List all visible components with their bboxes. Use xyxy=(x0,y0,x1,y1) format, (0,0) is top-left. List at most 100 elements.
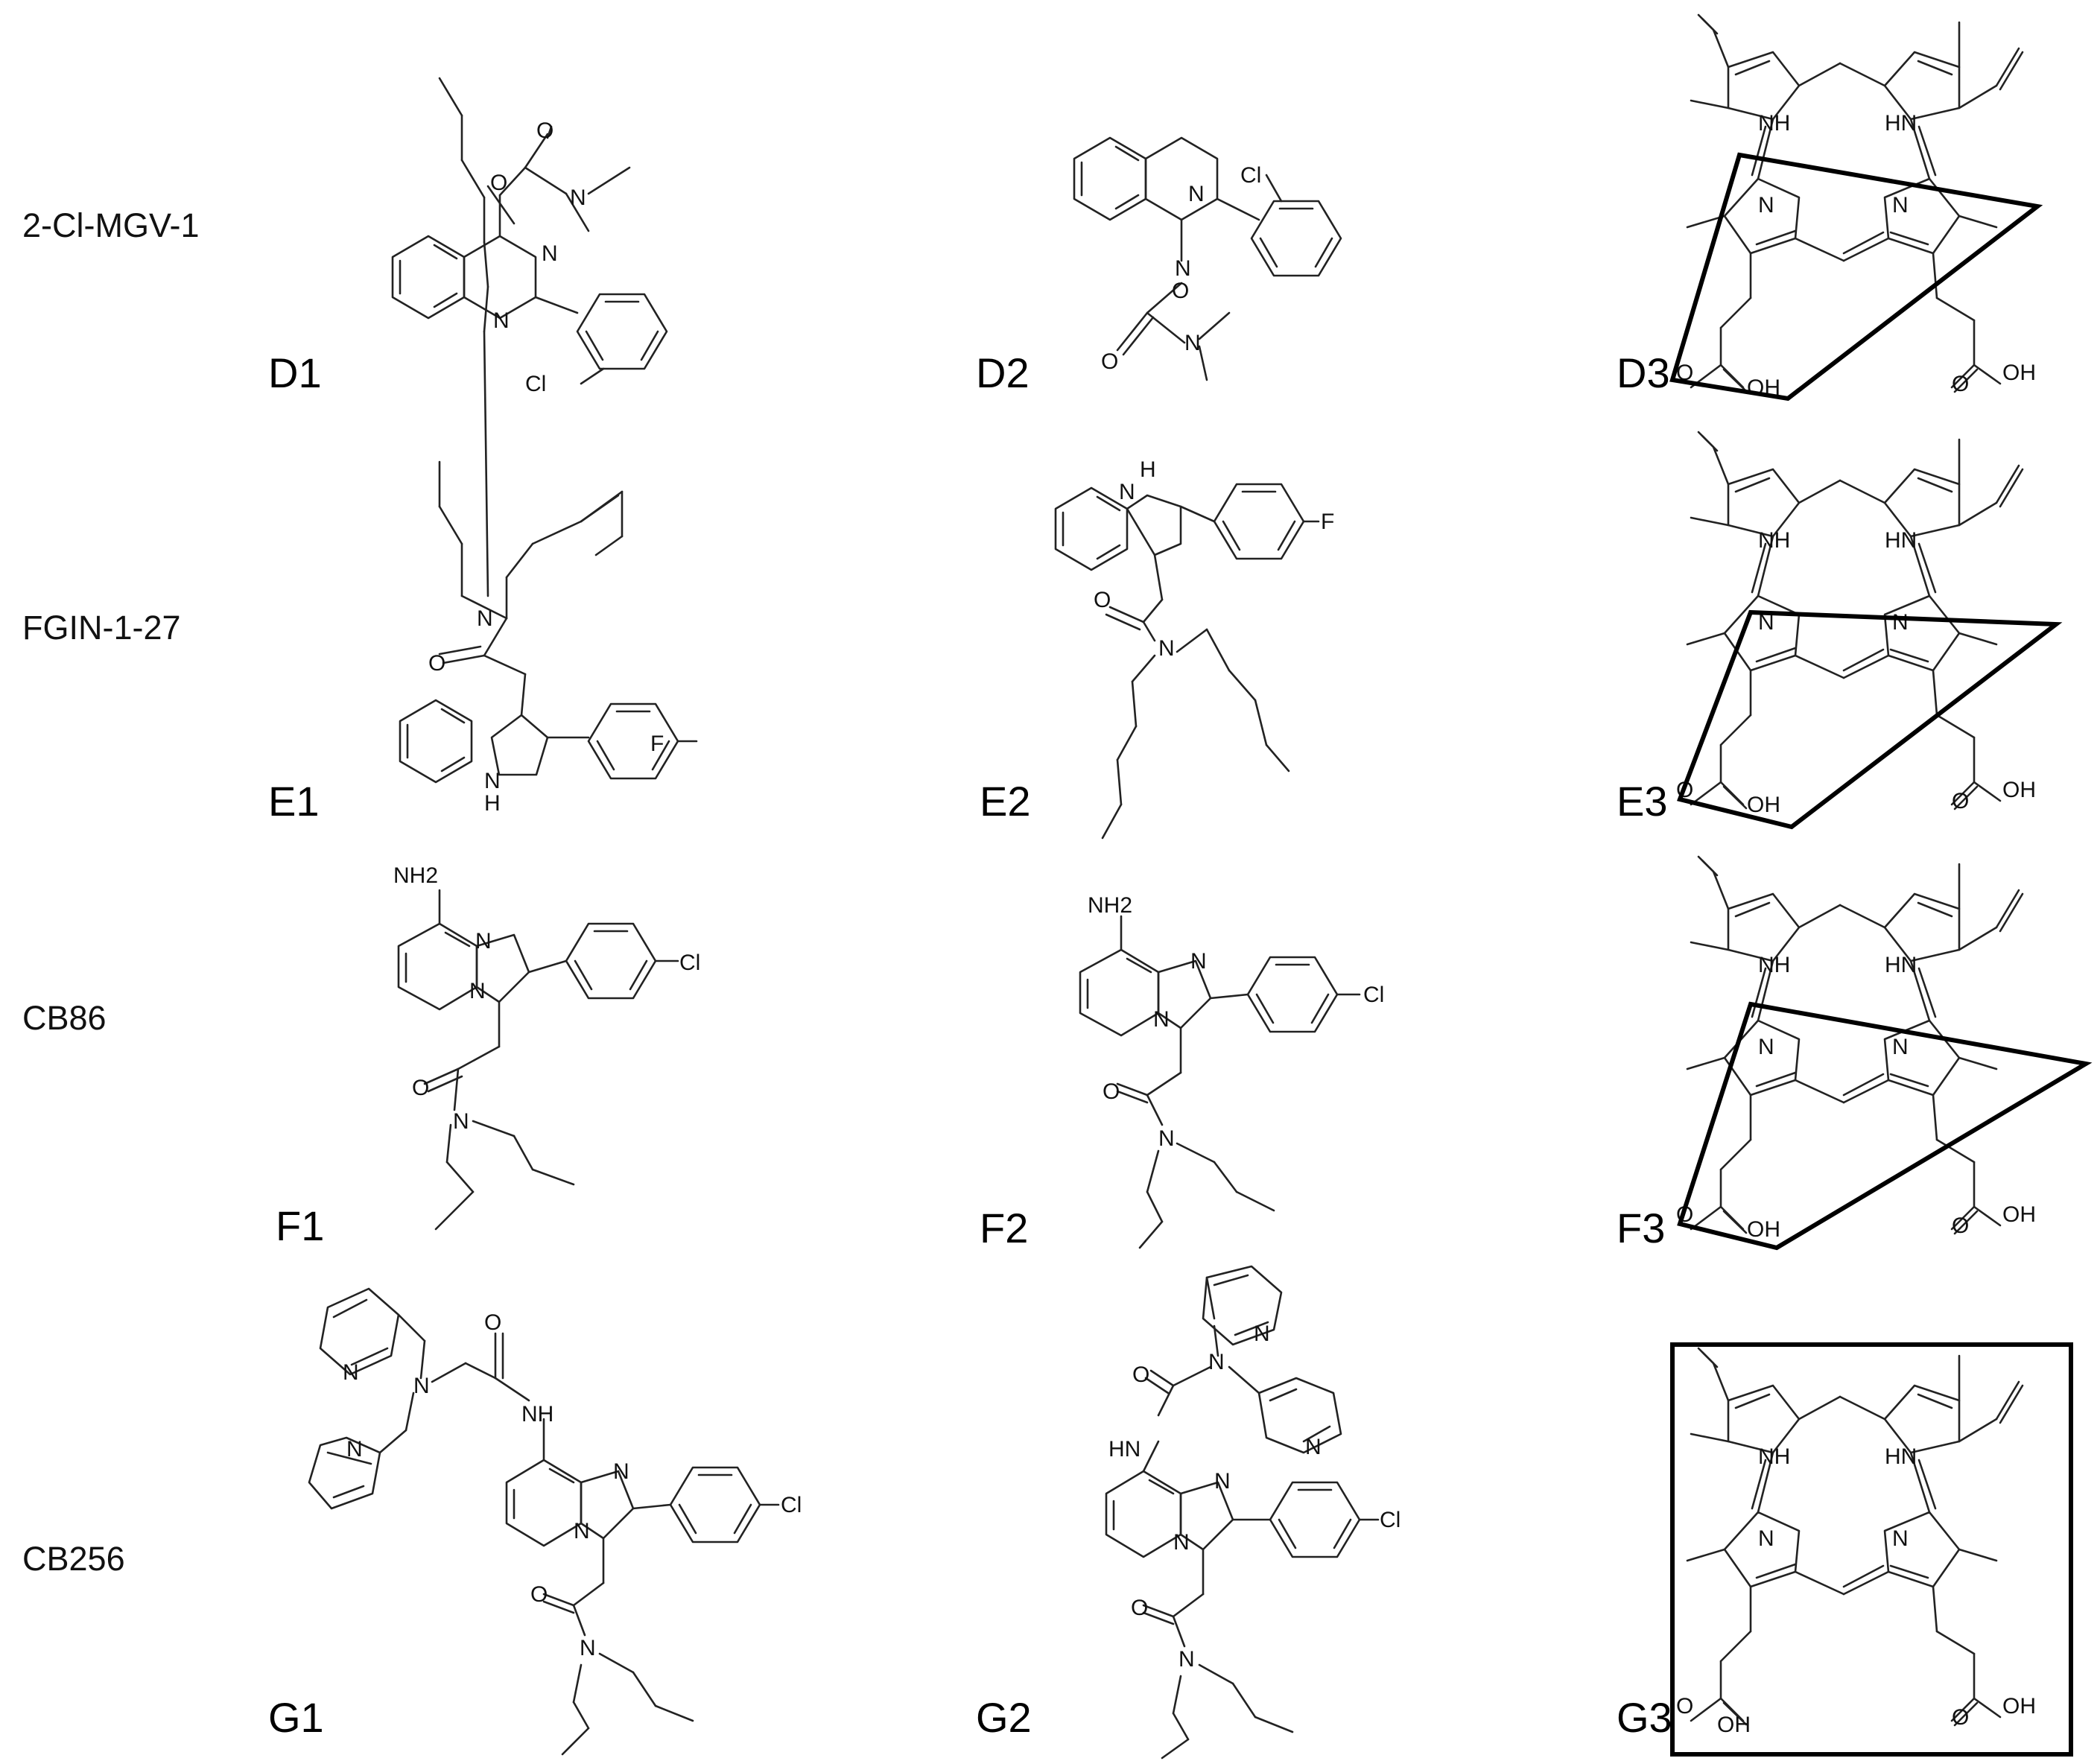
atom-n: N xyxy=(343,1360,359,1385)
atom-n: N xyxy=(1179,1647,1195,1672)
atom-n: N xyxy=(613,1459,629,1484)
atom-n: N xyxy=(469,979,486,1003)
atom-n: N xyxy=(1188,182,1205,206)
atom-o: O xyxy=(1676,1694,1693,1719)
atom-nh2: NH2 xyxy=(393,863,438,888)
atom-n: N xyxy=(1892,1035,1909,1059)
atom-f: F xyxy=(650,732,664,756)
atom-n: N xyxy=(1184,331,1201,355)
atom-n: N xyxy=(1214,1469,1231,1494)
atom-h: H xyxy=(1140,457,1156,482)
atom-n: N xyxy=(477,606,493,631)
atom-o: O xyxy=(1952,372,1969,396)
atom-oh: OH xyxy=(1717,1713,1751,1737)
atom-cl: Cl xyxy=(1380,1508,1400,1532)
panel-label-f3: F3 xyxy=(1617,1205,1665,1251)
atom-hn: HN xyxy=(1885,1444,1917,1469)
atom-f: F xyxy=(1321,510,1334,534)
structure-f1: NH2 N N Cl O N xyxy=(393,863,700,1231)
panel-label-e3: E3 xyxy=(1617,778,1668,825)
panel-label-d3: D3 xyxy=(1617,349,1670,396)
row-label-2-cl-mgv-1: 2-Cl-MGV-1 xyxy=(22,206,200,244)
atom-n: N xyxy=(542,241,558,266)
atom-nh: NH xyxy=(1758,953,1790,977)
panel-label-e2: E2 xyxy=(980,778,1031,825)
atom-oh: OH xyxy=(2002,778,2036,802)
atom-cl: Cl xyxy=(1240,163,1261,188)
structure-g1: N N O NH N N N Cl O N xyxy=(308,1287,802,1756)
atom-o: O xyxy=(1101,349,1118,374)
atom-o: O xyxy=(1094,588,1111,612)
binding-region-outline xyxy=(1676,609,2063,830)
atom-oh: OH xyxy=(2002,361,2036,385)
atom-n: N xyxy=(1305,1435,1322,1459)
atom-o: O xyxy=(484,1310,501,1335)
atom-hn: HN xyxy=(1885,953,1917,977)
atom-cl: Cl xyxy=(781,1493,802,1517)
atom-o: O xyxy=(1131,1596,1148,1620)
atom-hn: HN xyxy=(1108,1437,1141,1462)
atom-hn: HN xyxy=(1885,111,1917,136)
atom-nh: NH xyxy=(1758,111,1790,136)
atom-n: N xyxy=(1758,1526,1774,1551)
panel-label-d2: D2 xyxy=(976,349,1030,396)
row-label-fgin-1-27: FGIN-1-27 xyxy=(22,609,181,647)
atom-o: O xyxy=(1952,1705,1969,1730)
atom-n: N xyxy=(1173,1530,1190,1555)
atom-cl: Cl xyxy=(679,951,700,975)
atom-nh: NH xyxy=(1758,1444,1790,1469)
structure-g2: N N O N HN N N Cl O N xyxy=(1105,1265,1400,1760)
atom-n: N xyxy=(1892,193,1909,218)
structure-f2: NH2 N N Cl O N xyxy=(1079,893,1384,1249)
structure-e1: N O F N H xyxy=(399,77,698,816)
atom-nh: NH xyxy=(521,1402,553,1427)
atom-n: N xyxy=(1158,1126,1175,1151)
atom-n: N xyxy=(1758,610,1774,635)
binding-region-box xyxy=(1670,1342,2073,1757)
structure-e3: NH HN N N O OH O OH xyxy=(1676,431,2036,817)
atom-o: O xyxy=(490,171,507,195)
structure-d3: NH HN N N O OH O OH xyxy=(1676,13,2036,400)
panel-label-g1: G1 xyxy=(268,1694,324,1741)
structure-d1: O O N N N Cl xyxy=(391,118,668,396)
atom-n: N xyxy=(1758,193,1774,218)
atom-n: N xyxy=(1208,1350,1225,1374)
atom-n: N xyxy=(1758,1035,1774,1059)
structure-e2: N H F O N xyxy=(1054,457,1334,840)
structure-d2: Cl N N O O N xyxy=(1073,136,1342,381)
atom-n: N xyxy=(413,1374,430,1398)
atom-n: N xyxy=(1892,610,1909,635)
panel-label-d1: D1 xyxy=(268,349,322,396)
atom-o: O xyxy=(412,1076,429,1100)
panel-label-e1: E1 xyxy=(268,778,320,825)
atom-n: N xyxy=(1254,1321,1270,1346)
atom-n: N xyxy=(1892,1526,1909,1551)
atom-cl: Cl xyxy=(1363,983,1384,1007)
atom-o: O xyxy=(536,118,553,143)
atom-o: O xyxy=(1172,279,1189,303)
atom-n: N xyxy=(1158,636,1175,661)
atom-o: O xyxy=(428,651,445,676)
atom-n: N xyxy=(493,308,510,333)
atom-o: O xyxy=(1132,1362,1149,1387)
panel-label-f1: F1 xyxy=(276,1202,324,1249)
atom-cl: Cl xyxy=(525,372,546,396)
atom-n: N xyxy=(1119,480,1135,504)
atom-oh: OH xyxy=(1747,793,1780,817)
atom-n: N xyxy=(574,1519,590,1543)
atom-oh: OH xyxy=(2002,1202,2036,1227)
atom-n: N xyxy=(453,1109,469,1134)
atom-hn: HN xyxy=(1885,528,1917,553)
atom-h: H xyxy=(484,791,501,816)
atom-n: N xyxy=(1153,1007,1170,1032)
row-label-cb86: CB86 xyxy=(22,999,107,1037)
panel-label-g3: G3 xyxy=(1617,1694,1672,1741)
structure-g3: NH HN N N O OH O OH xyxy=(1676,1347,2036,1737)
atom-o: O xyxy=(1952,1213,1969,1238)
row-label-cb256: CB256 xyxy=(22,1540,125,1578)
atom-n: N xyxy=(580,1636,596,1660)
atom-n: N xyxy=(1190,949,1207,974)
atom-oh: OH xyxy=(1747,1217,1780,1242)
atom-o: O xyxy=(1952,789,1969,813)
